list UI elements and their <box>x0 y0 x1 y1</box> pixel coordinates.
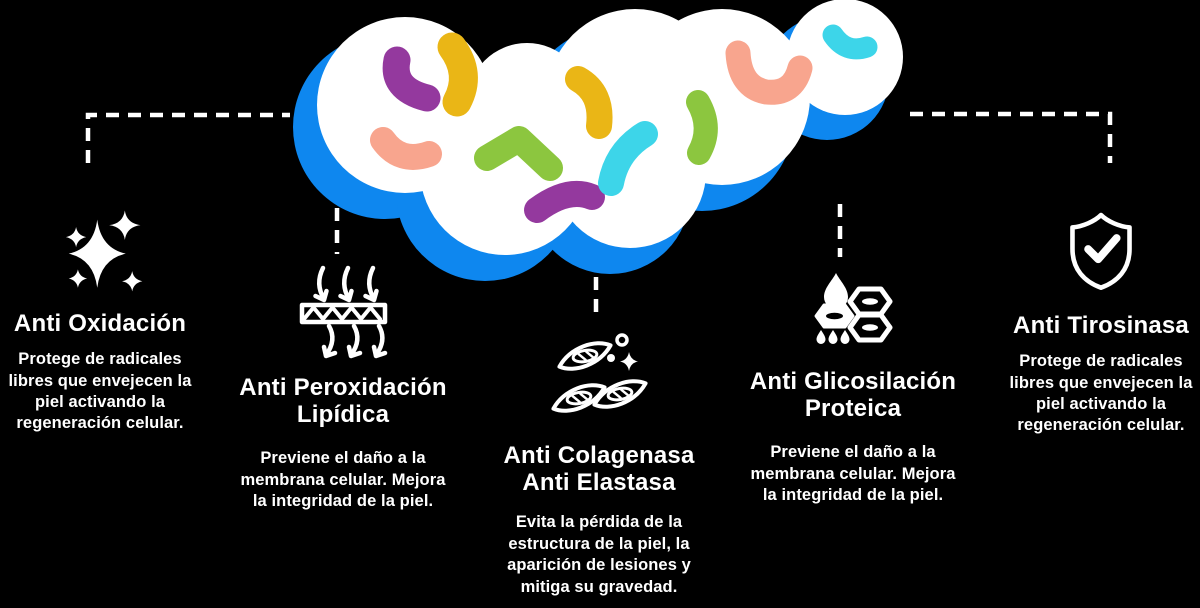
section-description: Protege de radicales libres que envejece… <box>1009 352 1193 435</box>
microbe-salmon <box>370 127 442 170</box>
section-description: Protege de radicales libres que envejece… <box>8 350 192 433</box>
section-title: Anti Glicosilación Proteica <box>749 368 957 423</box>
dashed-connectors <box>85 111 1113 316</box>
microbe-salmon <box>725 40 813 105</box>
microbe-gold <box>437 32 478 117</box>
section-title: Anti Colagenasa Anti Elastasa <box>503 442 695 497</box>
microbe-green <box>474 126 563 181</box>
microbe-cyan <box>598 121 658 196</box>
microbe-gold <box>565 66 613 139</box>
microbe-purple <box>524 181 605 223</box>
section-title: Anti Tirosinasa <box>1013 312 1189 339</box>
sparkles-icon <box>2 204 198 296</box>
section-title: Anti Oxidación <box>13 310 187 337</box>
section-anti-peroxidacion-lipidica: Anti Peroxidación Lipídica Previene el d… <box>236 262 450 513</box>
dashed-connector <box>85 112 290 163</box>
droplet-hexagon-cells-icon <box>733 262 973 362</box>
microbe-green <box>686 90 718 165</box>
dashed-connector <box>910 111 1113 163</box>
section-description: Previene el daño a la membrana celular. … <box>240 449 446 511</box>
membrane-arrows-icon <box>236 262 450 362</box>
section-description: Evita la pérdida de la estructura de la … <box>507 513 691 596</box>
section-anti-tirosinasa: Anti Tirosinasa Protege de radicales lib… <box>1002 204 1200 437</box>
section-title: Anti Peroxidación Lipídica <box>239 374 447 429</box>
microbe-purple <box>382 46 441 112</box>
section-anti-glicosilacion-proteica: Anti Glicosilación Proteica Previene el … <box>733 262 973 507</box>
section-description: Previene el daño a la membrana celular. … <box>750 443 956 505</box>
section-anti-oxidacion: Anti Oxidación Protege de radicales libr… <box>2 204 198 435</box>
section-anti-colagenasa-anti-elastasa: Anti Colagenasa Anti Elastasa Evita la p… <box>490 328 708 598</box>
microbe-shapes <box>370 24 878 223</box>
microbe-cyan <box>822 24 878 60</box>
shield-check-icon <box>1002 204 1200 296</box>
fibroblast-cells-icon <box>490 328 708 428</box>
